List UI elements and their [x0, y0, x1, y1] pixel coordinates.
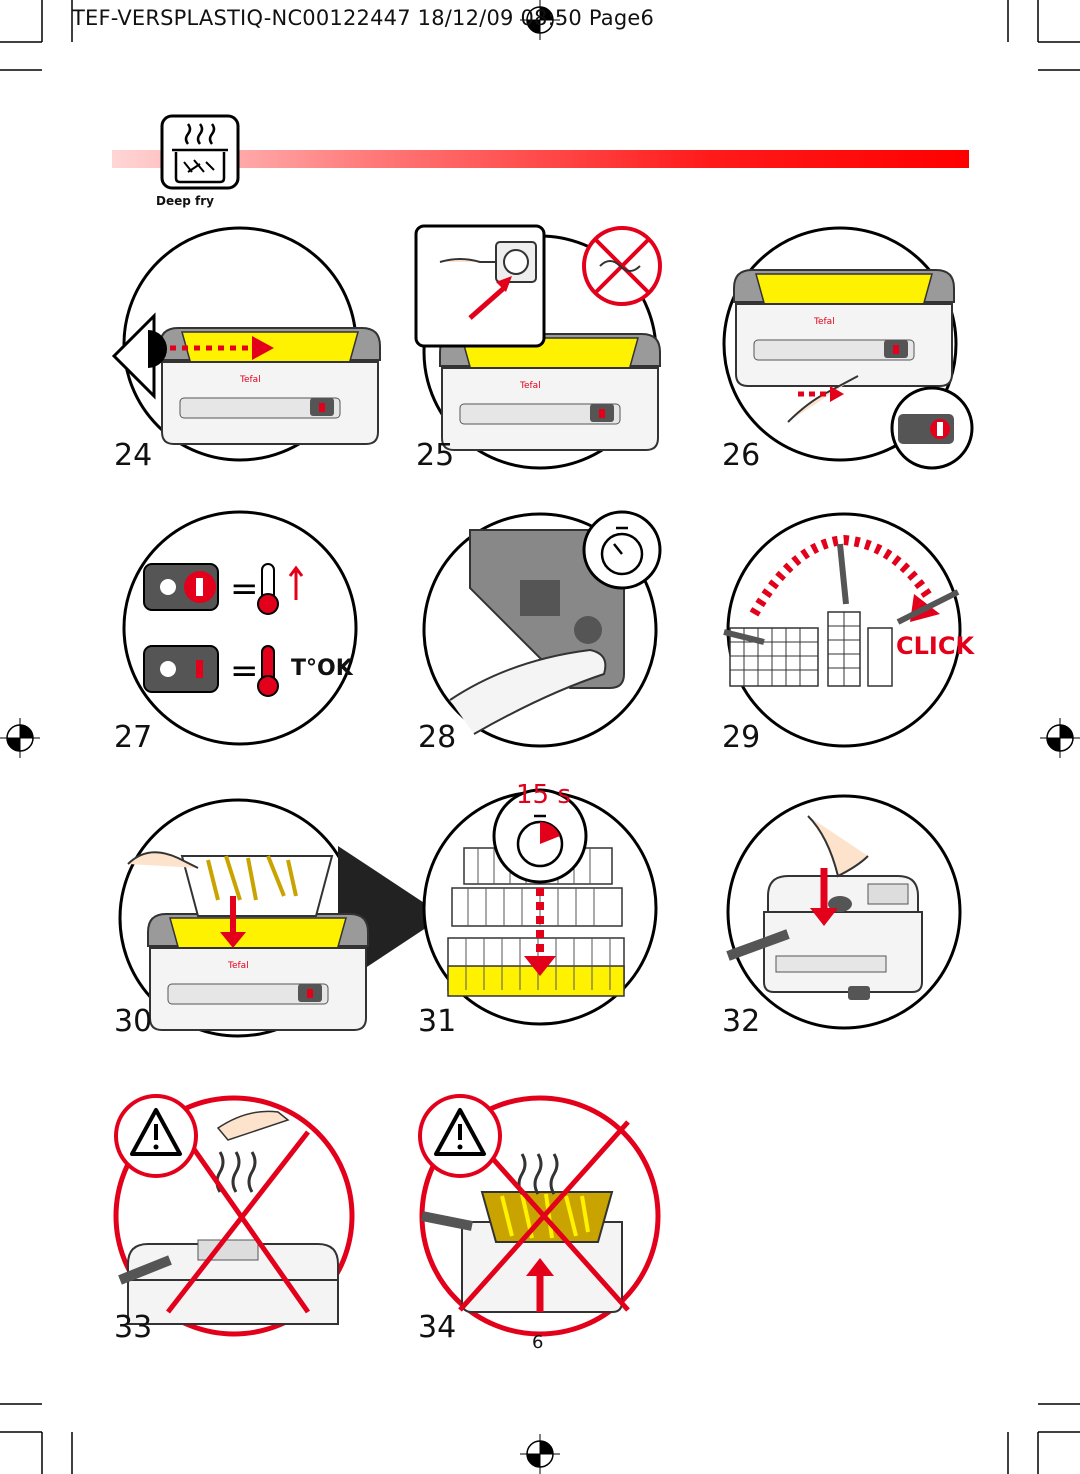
- svg-text:=: =: [230, 651, 259, 691]
- step-number-30: 30: [114, 1004, 153, 1039]
- registration-mark-bottom: [520, 1434, 560, 1474]
- step-28-illustration: [422, 510, 662, 748]
- timer-label: 15 s: [516, 780, 571, 810]
- registration-mark-top: [520, 0, 560, 40]
- step-number-29: 29: [722, 720, 761, 755]
- step-25-illustration: [414, 224, 662, 470]
- section-gradient-bar: [112, 150, 969, 168]
- step-number-25: 25: [416, 438, 455, 473]
- step-number-26: 26: [722, 438, 761, 473]
- registration-mark-right: [1040, 718, 1080, 758]
- click-label: CLICK: [896, 632, 975, 660]
- registration-mark-left: [0, 718, 40, 758]
- step-number-32: 32: [722, 1004, 761, 1039]
- step-27-illustration: = =: [122, 510, 358, 746]
- step-31-illustration: [422, 788, 658, 1026]
- deep-fry-pot-icon: [160, 114, 240, 190]
- step-34-illustration: [418, 1094, 661, 1337]
- step-33-illustration: [113, 1094, 355, 1337]
- step-26-illustration: [722, 226, 974, 470]
- step-30-illustration: [118, 798, 444, 1038]
- svg-text:=: =: [230, 569, 259, 609]
- temperature-ok-label: T°OK: [291, 656, 353, 681]
- step-32-illustration: [726, 794, 962, 1030]
- step-number-27: 27: [114, 720, 153, 755]
- step-29-illustration: [723, 512, 962, 748]
- section-label: Deep fry: [156, 194, 214, 208]
- step-number-31: 31: [418, 1004, 457, 1039]
- step-number-28: 28: [418, 720, 457, 755]
- step-number-33: 33: [114, 1310, 153, 1345]
- document-header: TEF-VERSPLASTIQ-NC00122447 18/12/09 08:5…: [72, 6, 655, 30]
- step-number-34: 34: [418, 1310, 457, 1345]
- step-24-illustration: [111, 226, 381, 462]
- step-number-24: 24: [114, 438, 153, 473]
- page-number: 6: [532, 1332, 544, 1353]
